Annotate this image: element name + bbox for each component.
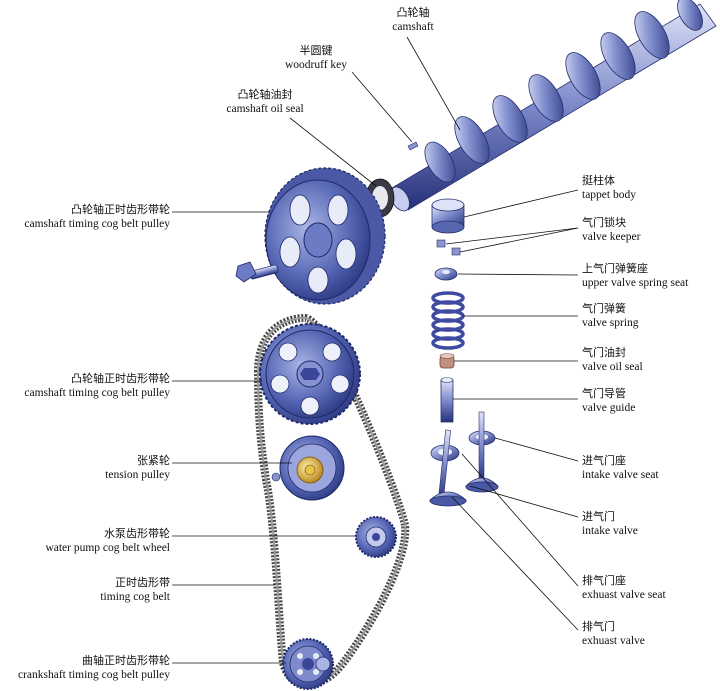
label-camshaft-zh: 凸轮轴 [396,6,430,19]
valve-keeper [436,239,461,256]
label-intake-valve-seat: 进气门座 intake valve seat [582,454,659,482]
label-exhaust-valve-en: exhuast valve [582,635,645,647]
label-valve-oil-seal: 气门油封 valve oil seal [582,346,643,374]
label-crankshaft-pulley-zh: 曲轴正时齿形带轮 [82,654,170,667]
tappet-body [431,198,465,234]
label-cam-pulley-top-zh: 凸轮轴正时齿形带轮 [71,203,170,216]
label-camshaft-en: camshaft [392,21,434,33]
label-valve-guide: 气门导管 valve guide [582,387,635,415]
label-exhaust-valve-zh: 排气门 [582,620,615,633]
valve-guide [440,377,454,423]
label-woodruff-key: 半圆键 woodruff key [276,44,356,72]
label-intake-valve-seat-zh: 进气门座 [582,454,626,467]
label-exhaust-valve-seat-zh: 排气门座 [582,574,626,587]
woodruff-key [407,141,419,151]
pulley-bolt [235,261,279,283]
label-valve-oil-seal-zh: 气门油封 [582,346,626,359]
label-camshaft-oil-seal: 凸轮轴油封 camshaft oil seal [210,88,320,116]
label-valve-oil-seal-en: valve oil seal [582,361,643,373]
water-pump-wheel [355,516,397,558]
label-tappet-body-zh: 挺柱体 [582,174,615,187]
label-tappet-body: 挺柱体 tappet body [582,174,636,202]
label-cam-pulley-mid: 凸轮轴正时齿形带轮 camshaft timing cog belt pulle… [4,372,170,400]
valve-oil-seal [439,353,455,369]
label-woodruff-key-zh: 半圆键 [299,44,333,57]
label-cam-pulley-mid-zh: 凸轮轴正时齿形带轮 [71,372,170,385]
label-woodruff-key-en: woodruff key [284,59,348,71]
label-exhaust-valve-seat-en: exhuast valve seat [582,589,666,601]
label-valve-spring: 气门弹簧 valve spring [582,302,639,330]
label-upper-spring-seat-zh: 上气门弹簧座 [582,262,648,275]
label-exhaust-valve-seat: 排气门座 exhuast valve seat [582,574,666,602]
valve-spring [431,291,465,350]
camshaft-pulley-top [264,167,386,305]
label-tension-pulley: 张紧轮 tension pulley [4,454,170,482]
label-water-pump-wheel: 水泵齿形带轮 water pump cog belt wheel [4,527,170,555]
label-water-pump-wheel-zh: 水泵齿形带轮 [104,527,170,540]
label-camshaft: 凸轮轴 camshaft [380,6,446,34]
label-tension-pulley-zh: 张紧轮 [137,454,170,467]
label-crankshaft-pulley-en: crankshaft timing cog belt pulley [17,669,170,681]
label-valve-spring-en: valve spring [582,317,639,329]
label-crankshaft-pulley: 曲轴正时齿形带轮 crankshaft timing cog belt pull… [4,654,170,682]
label-tension-pulley-en: tension pulley [105,469,170,481]
label-water-pump-wheel-en: water pump cog belt wheel [45,542,170,554]
label-cam-pulley-mid-en: camshaft timing cog belt pulley [24,387,170,399]
tension-pulley [271,435,345,501]
label-valve-keeper-zh: 气门锁块 [582,216,626,229]
label-upper-spring-seat-en: upper valve spring seat [582,277,689,289]
label-valve-keeper-en: valve keeper [582,231,641,243]
label-tappet-body-en: tappet body [582,189,636,201]
label-timing-belt: 正时齿形带 timing cog belt [4,576,170,604]
label-exhaust-valve: 排气门 exhuast valve [582,620,645,648]
exhaust-valve [465,411,499,493]
label-camshaft-oil-seal-en: camshaft oil seal [226,103,304,115]
label-intake-valve: 进气门 intake valve [582,510,638,538]
intake-valve [428,429,468,507]
label-valve-guide-zh: 气门导管 [582,387,626,400]
camshaft-pulley-mid [259,323,361,425]
label-upper-spring-seat: 上气门弹簧座 upper valve spring seat [582,262,688,290]
camshaft [390,0,717,212]
leader-lines [172,36,579,664]
label-timing-belt-en: timing cog belt [100,591,170,603]
label-intake-valve-zh: 进气门 [582,510,615,523]
label-cam-pulley-top-en: camshaft timing cog belt pulley [24,218,170,230]
label-valve-guide-en: valve guide [582,402,636,414]
crankshaft-pulley [282,638,334,690]
label-valve-spring-zh: 气门弹簧 [582,302,626,315]
label-cam-pulley-top: 凸轮轴正时齿形带轮 camshaft timing cog belt pulle… [4,203,170,231]
label-intake-valve-en: intake valve [582,525,638,537]
label-timing-belt-zh: 正时齿形带 [115,576,170,589]
label-valve-keeper: 气门锁块 valve keeper [582,216,640,244]
label-camshaft-oil-seal-zh: 凸轮轴油封 [237,88,293,101]
upper-valve-spring-seat [434,267,458,281]
label-intake-valve-seat-en: intake valve seat [582,469,659,481]
